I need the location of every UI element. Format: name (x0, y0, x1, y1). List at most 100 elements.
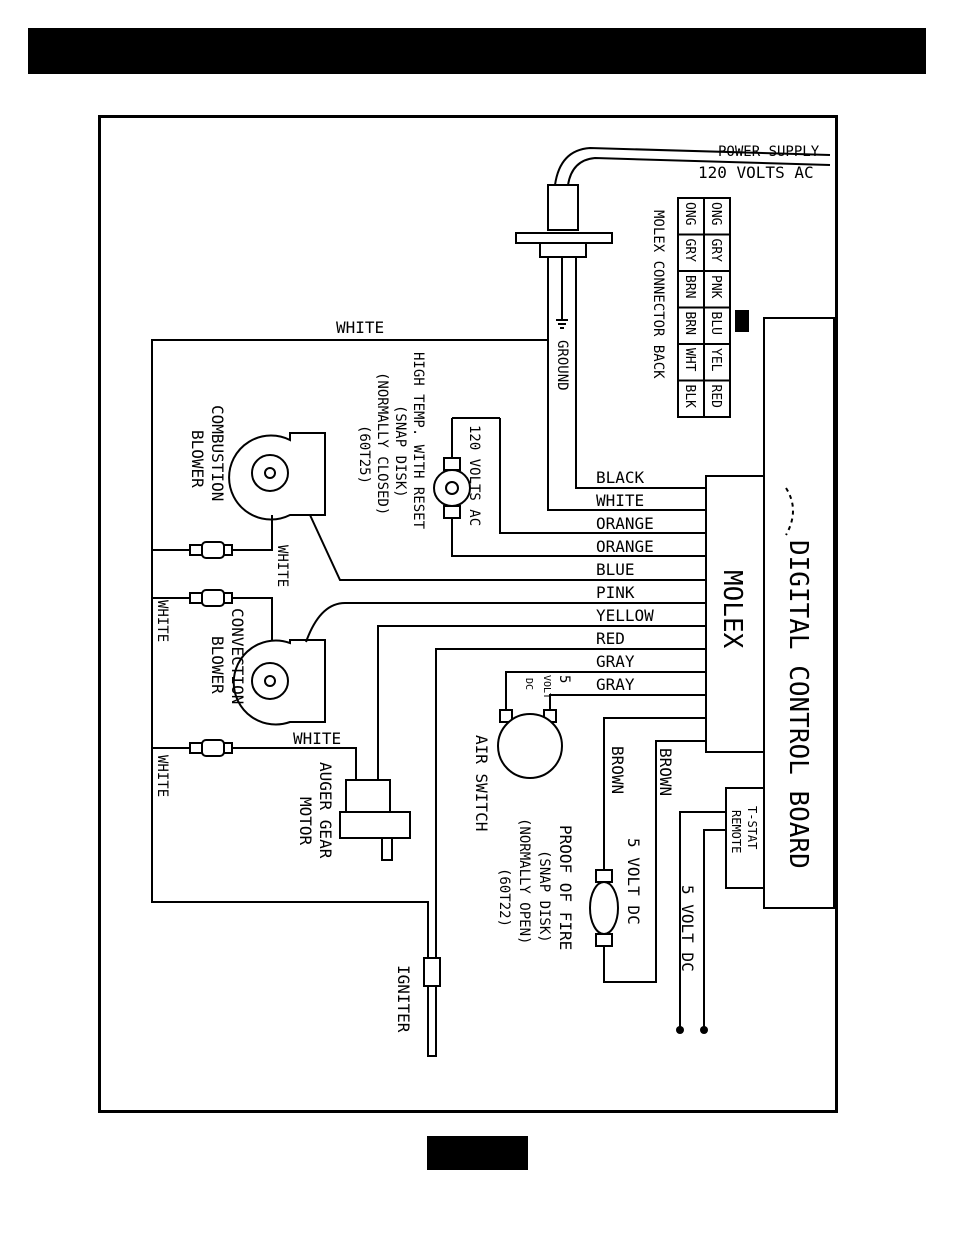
wire-label-blue: BLUE (596, 560, 635, 579)
air-switch-dc: DC (523, 678, 534, 690)
air-switch (497, 709, 563, 779)
proof-label-3: (NORMALLY OPEN) (516, 818, 532, 944)
connector-cell-label: ONG (708, 202, 723, 226)
wire-label-black: BLACK (596, 468, 645, 487)
connector-cell (677, 306, 705, 345)
white-conv-wire (232, 597, 273, 640)
igniter-label: IGNITER (394, 965, 413, 1033)
connector-cell (703, 306, 731, 345)
white-top-wire (151, 339, 548, 551)
high-temp-snap-disk (433, 457, 471, 519)
white-auger-label: WHITE (293, 729, 341, 748)
board-edge-dash (785, 487, 794, 536)
tstat-remote-box (725, 787, 765, 889)
white-auger-wire (232, 747, 357, 780)
connector-cell (677, 197, 705, 236)
tstat-wire-1 (679, 811, 726, 1028)
control-board (763, 317, 835, 909)
tstat-terminal-1 (676, 1026, 684, 1034)
molex-label: MOLEX (717, 570, 747, 649)
wire-label-pink: PINK (596, 583, 635, 602)
connector-cell-label: RED (708, 385, 723, 409)
auger-label-1: AUGER GEAR (316, 762, 335, 859)
connector-3 (189, 739, 233, 757)
red-wire (435, 648, 706, 958)
combustion-label-1: COMBUSTION (208, 405, 227, 501)
yellow-wire (377, 625, 706, 780)
brown-label-2: BROWN (656, 748, 675, 796)
convection-blower (232, 639, 326, 726)
air-switch-volt: VOLT (541, 675, 552, 699)
gray-wire-1 (505, 671, 706, 712)
wire-label-gray-2: GRAY (596, 675, 635, 694)
connector-2 (189, 589, 233, 607)
proof-of-fire-snap-disk (589, 869, 619, 947)
connector-cell-label: GRY (708, 239, 723, 263)
brown-wire-2 (603, 740, 706, 983)
proof-label-2: (SNAP DISK) (536, 850, 552, 943)
power-supply-label: POWER SUPPLY (718, 144, 820, 160)
wire-label-yellow: YELLOW (596, 606, 654, 625)
connector-cell-label: PNK (708, 275, 723, 299)
connector-cell-label: ONG (682, 202, 697, 226)
brown-label-1: BROWN (608, 746, 627, 794)
white-top-label: WHITE (336, 318, 384, 337)
wire-label-orange-1: ORANGE (596, 514, 654, 533)
black-supply-wire (575, 257, 706, 489)
wire-label-orange-2: ORANGE (596, 537, 654, 556)
tstat-label-2: REMOTE (729, 810, 743, 853)
white-comb-label: WHITE (274, 545, 290, 587)
air-switch-label: AIR SWITCH (472, 735, 491, 831)
gray-wire-2 (549, 694, 706, 712)
tstat-label-1: T-STAT (745, 806, 759, 849)
tstat-wire-2 (703, 829, 726, 1028)
five-volt-dc-label-1: 5 VOLT DC (624, 838, 643, 925)
white-comb-wire (232, 515, 273, 551)
proof-label-1: PROOF OF FIRE (556, 825, 575, 950)
auger-label-2: MOTOR (296, 797, 315, 846)
five-volt-dc-label-2: 5 VOLT DC (678, 885, 697, 972)
connector-cell (677, 379, 705, 418)
connector-cell-label: GRY (682, 239, 697, 263)
connector-cell (703, 233, 731, 272)
ground-label: GROUND (554, 340, 570, 391)
high-temp-line-3: (NORMALLY CLOSED) (374, 372, 390, 515)
header-bar (28, 28, 926, 74)
pink-wire (305, 602, 706, 643)
volts-ac-label: 120 VOLTS AC (698, 163, 814, 182)
tstat-terminal-2 (700, 1026, 708, 1034)
molex-connector (705, 475, 765, 753)
connector-cell-label: YEL (708, 348, 723, 372)
connector-cell-label: WHT (682, 348, 697, 372)
auger-motor (339, 779, 411, 861)
blue-wire (309, 514, 706, 581)
orange-wire-1 (499, 418, 706, 534)
brown-wire-1 (603, 717, 706, 870)
connector-cell (677, 343, 705, 382)
connector-cell-label: BLK (682, 385, 697, 409)
high-temp-line-1: HIGH TEMP. WITH RESET (410, 352, 426, 530)
convection-label-2: BLOWER (208, 636, 227, 694)
connector-1 (189, 541, 233, 559)
high-temp-line-2: (SNAP DISK) (392, 405, 408, 498)
convection-label-1: CONVECTION (228, 608, 247, 704)
power-cord (515, 146, 831, 258)
white-supply-wire (547, 257, 706, 511)
diagram-frame (98, 115, 838, 1113)
proof-label-4: (60T22) (496, 868, 512, 927)
page-number-tab (427, 1136, 528, 1170)
board-label: DIGITAL CONTROL BOARD (783, 540, 813, 869)
connector-cell-label: BRN (682, 312, 697, 335)
high-temp-line-4: (60T25) (356, 425, 372, 484)
connector-cell (677, 233, 705, 272)
air-switch-5: 5 (556, 675, 572, 683)
white-igniter-wire (151, 748, 429, 958)
connector-cell-label: BRN (682, 275, 697, 298)
igniter (423, 957, 441, 1057)
white-left-link-1 (151, 550, 190, 599)
wire-label-red: RED (596, 629, 625, 648)
connector-latch (735, 310, 749, 332)
white-left1-label: WHITE (154, 600, 170, 642)
